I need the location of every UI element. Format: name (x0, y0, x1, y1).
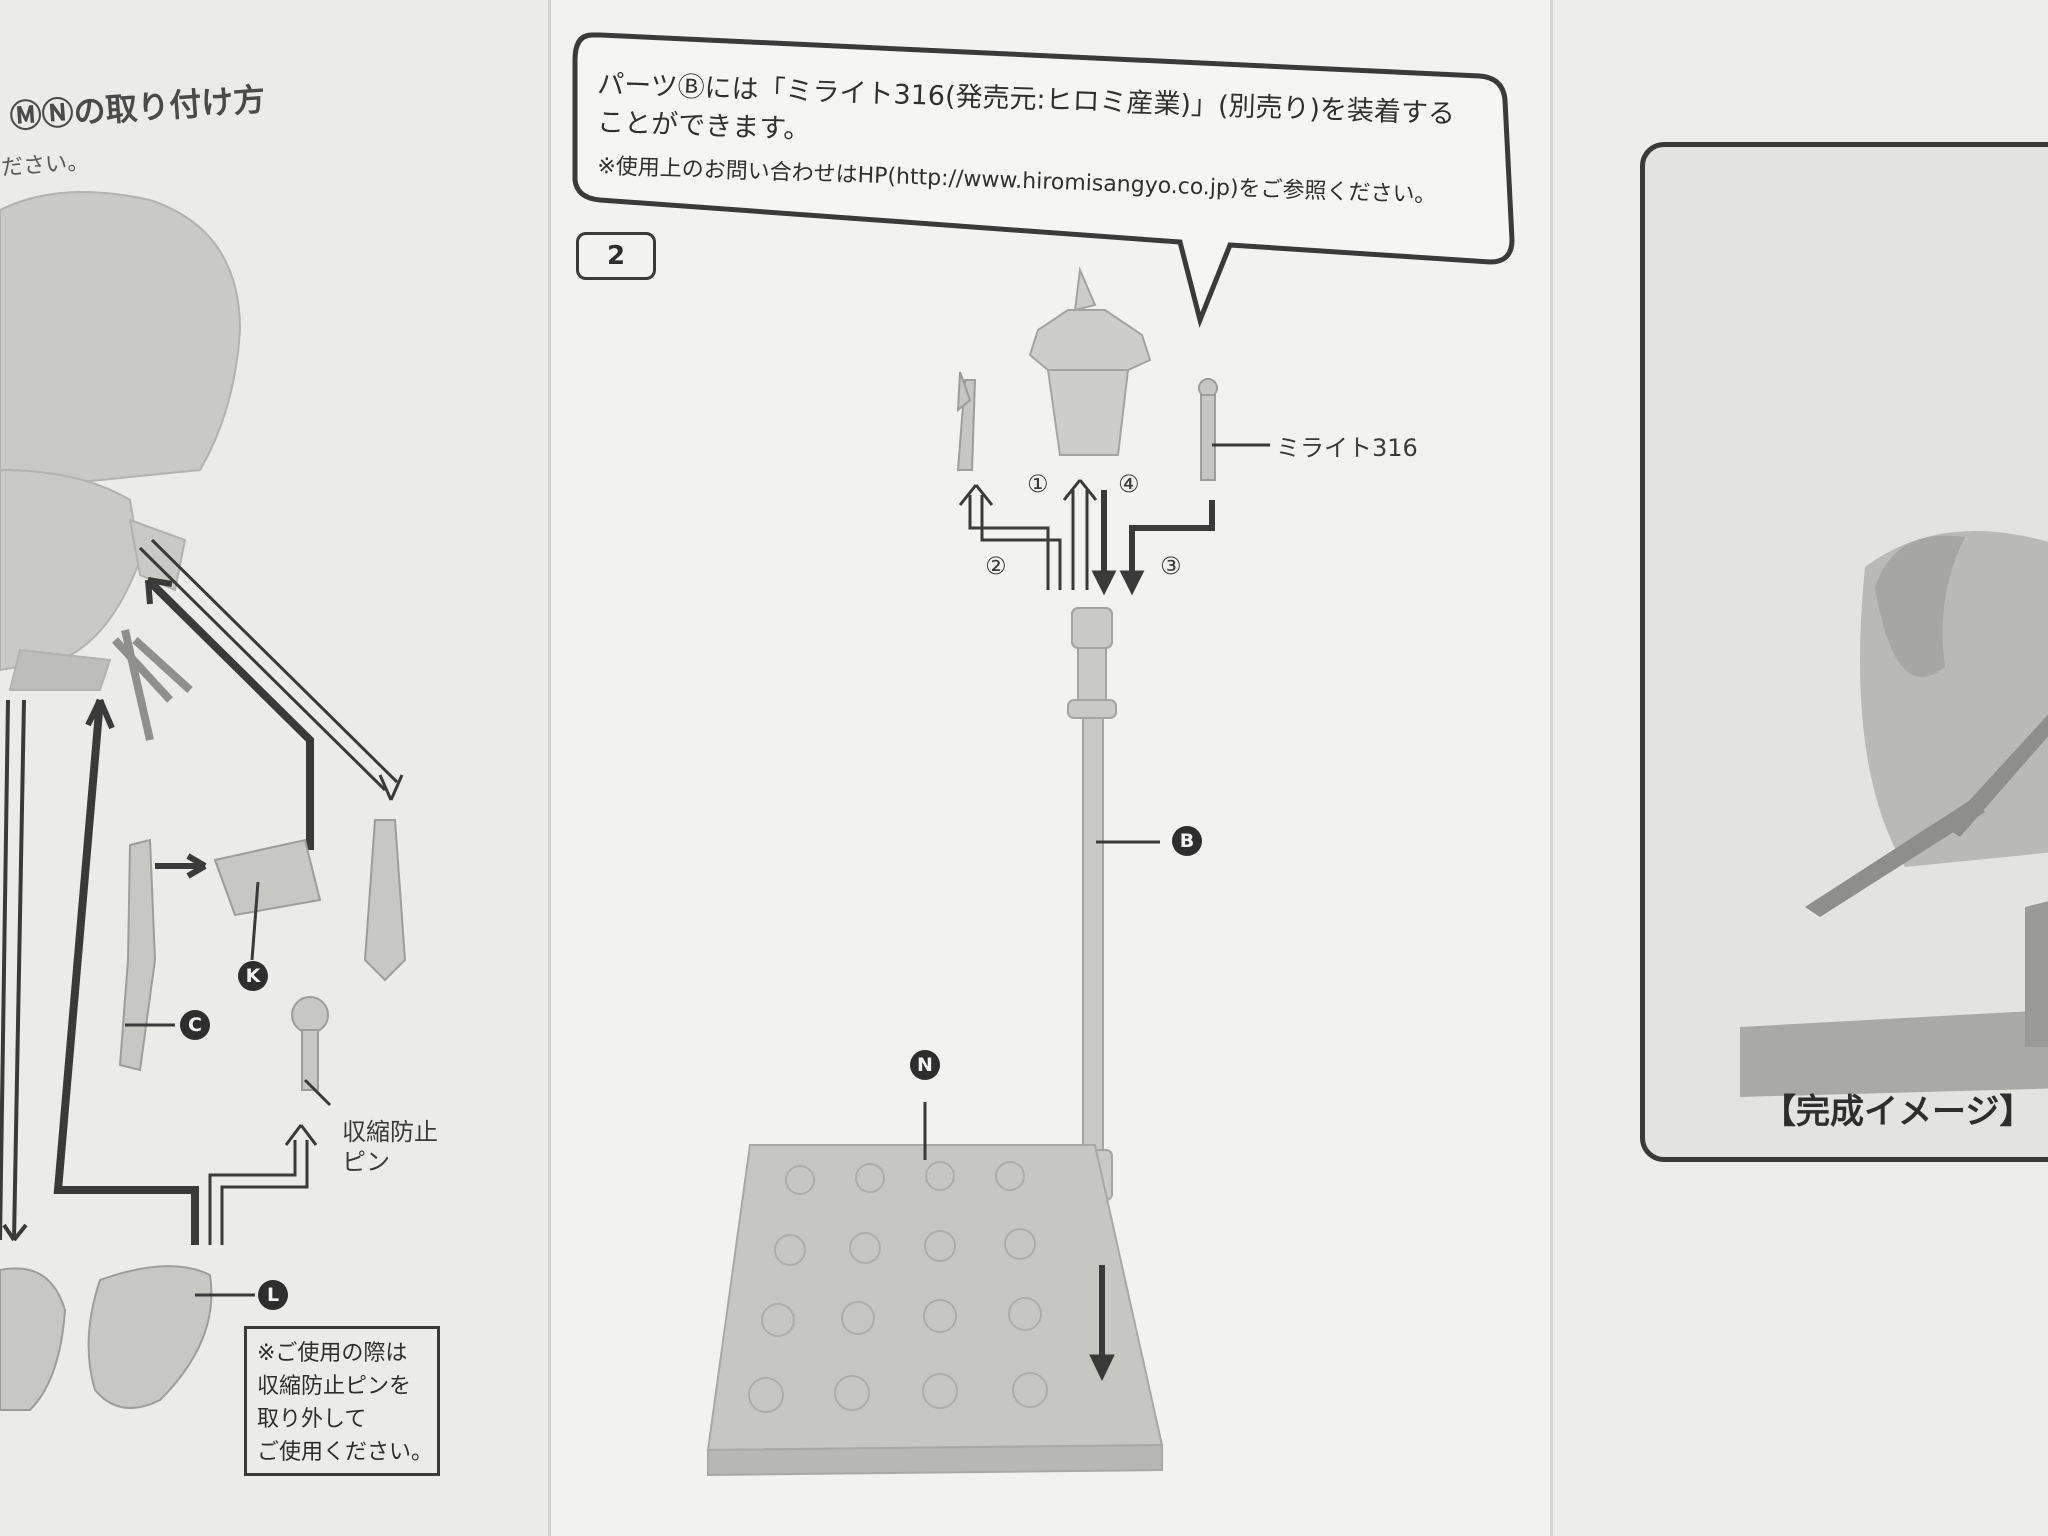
mirite-label: ミライト316 (1276, 434, 1418, 462)
part-c-badge: C (180, 1010, 210, 1040)
note-line: ※ご使用の際は (257, 1341, 408, 1366)
step-number: 2 (576, 232, 656, 280)
fold-line (548, 0, 551, 1536)
lamp-parts (956, 371, 1218, 481)
step-3-marker: ③ (1160, 552, 1182, 580)
step-4-marker: ④ (1118, 470, 1140, 498)
fold-line (1550, 0, 1553, 1536)
left-parts (0, 819, 407, 1411)
note-line: 収縮防止ピンを (257, 1374, 412, 1399)
pin-label-line1: 収縮防止 (342, 1118, 438, 1146)
part-l-badge: L (258, 1280, 288, 1310)
display-base (706, 1144, 1164, 1477)
note-line: ご使用ください。 (257, 1440, 434, 1465)
bubble-line-2: ことができます。 (596, 106, 811, 146)
completed-image-caption: 【完成イメージ】 (1762, 1092, 2034, 1132)
section-subtitle: ださい。 (0, 149, 90, 181)
note-line: 取り外して (257, 1407, 367, 1432)
left-leader-lines (125, 881, 332, 1297)
speech-bubble (572, 32, 1515, 329)
completed-image-frame (1640, 142, 2048, 1162)
lamp-head (1028, 266, 1152, 456)
completed-figure-photo (1740, 531, 2048, 1097)
part-n-badge: N (910, 1050, 940, 1080)
middle-leader-lines (923, 840, 1160, 1382)
base-pegs (748, 1161, 1048, 1413)
pin-label-line2: ピン (342, 1148, 390, 1176)
part-k-badge: K (238, 961, 268, 991)
step-2-marker: ② (985, 552, 1007, 580)
figure-illustration (0, 191, 242, 741)
assembly-arrows-middle (958, 443, 1270, 596)
step-1-marker: ① (1027, 470, 1049, 498)
assembly-arrows-left (0, 538, 404, 1245)
usage-note-box: ※ご使用の際は 収縮防止ピンを 取り外して ご使用ください。 (244, 1326, 440, 1476)
part-b-badge: B (1172, 826, 1202, 856)
